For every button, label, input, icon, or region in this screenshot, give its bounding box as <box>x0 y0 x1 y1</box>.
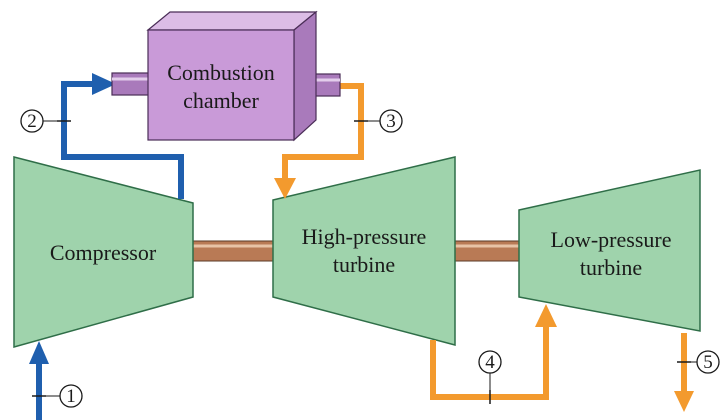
state-label-2: 2 <box>27 111 37 132</box>
state-label-1: 1 <box>66 386 76 407</box>
state-marker-5: 5 <box>691 350 720 374</box>
shaft-hpturbine-lpturbine <box>454 240 520 262</box>
state-marker-4: 4 <box>478 350 502 390</box>
flow-arrow-2 <box>92 73 116 95</box>
hp-turbine-body <box>272 156 456 346</box>
combustion-chamber: Combustion chamber <box>111 10 341 142</box>
hp-turbine-label-line2: turbine <box>333 252 395 277</box>
lp-turbine-label-line2: turbine <box>580 255 642 280</box>
state-marker-3: 3 <box>368 109 403 133</box>
state-marker-1: 1 <box>46 384 83 408</box>
chamber-front-face <box>147 29 295 141</box>
low-pressure-turbine: Low-pressure turbine <box>518 169 701 332</box>
flow-line-2 <box>61 81 184 199</box>
hp-turbine-label-line1: High-pressure <box>302 224 427 249</box>
compressor-label: Compressor <box>50 240 157 265</box>
state-circle-5 <box>696 350 720 374</box>
flow-line-3 <box>282 83 364 178</box>
state-marker-2: 2 <box>20 109 57 133</box>
state-circle-4 <box>478 350 502 374</box>
combustion-label-line2: chamber <box>183 88 259 113</box>
state-circle-1 <box>59 384 83 408</box>
state-circle-3 <box>379 109 403 133</box>
flow-lines <box>29 73 694 420</box>
flow-arrow-1 <box>29 341 49 364</box>
compressor: Compressor <box>13 156 194 348</box>
chamber-top-face <box>146 11 318 31</box>
chamber-side-face <box>293 10 317 142</box>
combustion-label-line1: Combustion <box>167 60 275 85</box>
flow-arrow-5 <box>674 391 694 412</box>
flow-arrow-3 <box>274 178 296 199</box>
state-label-3: 3 <box>386 111 396 132</box>
state-label-4: 4 <box>485 352 495 373</box>
state-circle-2 <box>20 109 44 133</box>
state-label-5: 5 <box>703 352 713 373</box>
lp-turbine-label-line1: Low-pressure <box>551 227 672 252</box>
state-markers: 1 2 3 4 5 <box>20 109 720 408</box>
compressor-body <box>13 156 194 348</box>
lp-turbine-body <box>518 169 701 332</box>
flow-arrow-4 <box>535 304 557 327</box>
shaft-compressor-hpturbine <box>191 240 277 262</box>
chamber-inlet-pipe <box>111 72 153 96</box>
high-pressure-turbine: High-pressure turbine <box>272 156 456 346</box>
shafts <box>191 240 520 262</box>
